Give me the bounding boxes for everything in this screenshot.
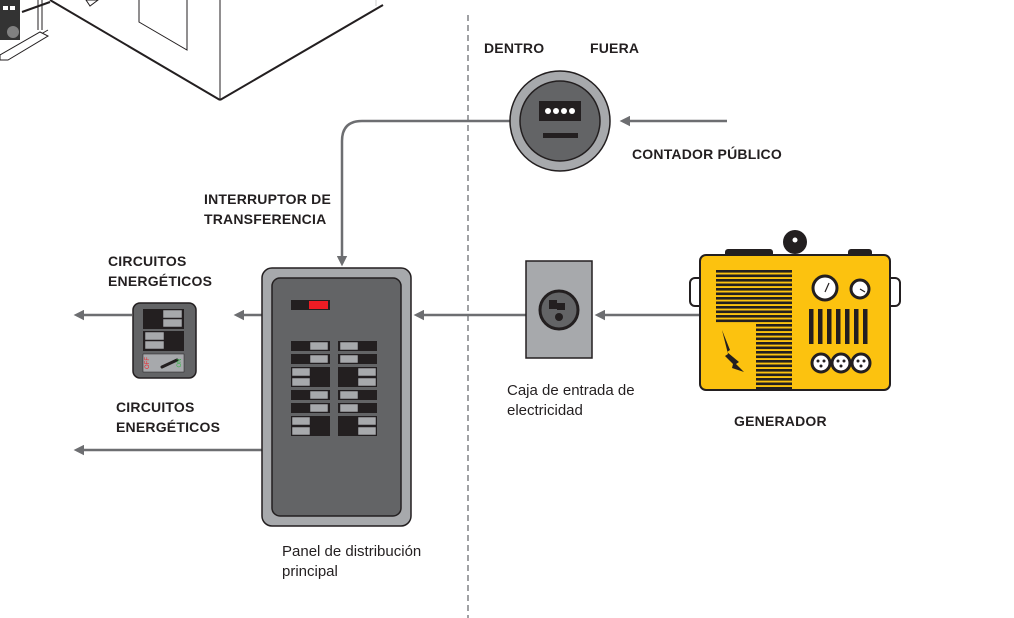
vent-stripe [756,337,792,341]
generator-control-bars [809,309,868,344]
wires [73,115,727,456]
breaker-left [291,390,330,400]
breaker-left [291,354,330,364]
panel-breakers [291,341,377,436]
vent-stripe [716,283,792,287]
meter-dot [545,108,551,114]
breaker-right [338,367,377,387]
lightning-icon [722,330,744,372]
inside-label: DENTRO [484,40,545,56]
vent-stripe [756,360,792,363]
vent-stripe [756,373,792,377]
outside-label: FUERA [590,40,640,56]
meter-dot [553,108,559,114]
generator-outlet [850,352,872,374]
generator-gauge-small [849,278,871,300]
generator-outlets [810,352,872,374]
transfer-subpanel[interactable]: OFF ON [132,302,197,379]
switch-off-label: OFF [145,357,151,369]
control-bar [827,309,832,344]
vent-stripe [716,279,792,282]
meter-dot [561,108,567,114]
breaker-left [291,367,330,387]
control-bar [863,309,868,344]
meter-display-dots [545,108,575,114]
generator[interactable] [689,230,901,391]
vent-stripe [756,346,792,350]
meter-dot [569,108,575,114]
transfer-switch-label-line1: INTERRUPTOR DE [204,191,331,207]
vent-stripe [716,301,792,305]
breaker-right [338,390,377,400]
breaker-left [291,416,330,436]
vent-stripe [756,328,792,332]
vent-stripe [756,342,792,345]
vent-stripe [756,369,792,372]
house-illustration [0,0,384,101]
generator-cooling-vents [716,270,792,390]
inlet-box-label-line1: Caja de entrada de [507,382,635,399]
vent-stripe [716,270,792,273]
circuits-top-label-line2: ENERGÉTICOS [108,273,213,289]
transfer-switch-label-line2: TRANSFERENCIA [204,211,327,227]
transfer-switch-lever[interactable]: OFF ON [142,353,185,373]
breaker-right [338,354,377,364]
vent-stripe [756,364,792,368]
utility-meter-label: CONTADOR PÚBLICO [632,146,782,162]
breaker-right [338,416,377,436]
vent-stripe [756,333,792,336]
vent-stripe [756,378,792,381]
control-bar [818,309,823,344]
vent-stripe [716,319,792,323]
breaker-right [338,403,377,413]
vent-stripe [716,274,792,278]
vent-stripe [716,310,792,314]
switch-on-label: ON [177,359,183,368]
vent-stripe [756,351,792,354]
meter-to-panel-wire [336,119,510,267]
generator-label: GENERADOR [734,413,827,429]
breaker-right [338,341,377,351]
utility-meter[interactable] [509,70,611,172]
control-bar [845,309,850,344]
vent-stripe [716,292,792,296]
vent-stripe [756,324,792,327]
generator-outlet [810,352,832,374]
circuits-bottom-label-line2: ENERGÉTICOS [116,419,221,435]
breaker-left [291,341,330,351]
vent-stripe [756,382,792,386]
vent-stripe [716,306,792,309]
main-breaker[interactable] [291,300,330,310]
panel-label-line2: principal [282,563,338,580]
circuits-bottom-label-line1: CIRCUITOS [116,399,195,415]
vent-stripe [716,315,792,318]
vent-stripe [716,288,792,291]
control-bar [836,309,841,344]
panel-label-line1: Panel de distribución [282,543,422,560]
breaker-left [291,403,330,413]
main-distribution-panel[interactable] [261,267,412,527]
generator-gauge-large [811,274,839,302]
control-bar [854,309,859,344]
generator-outlet [830,352,852,374]
circuits-top-label-line1: CIRCUITOS [108,253,187,269]
power-inlet-box[interactable] [525,260,593,359]
vent-stripe [716,297,792,300]
inlet-box-label-line2: electricidad [507,402,583,419]
control-bar [809,309,814,344]
vent-stripe [756,355,792,359]
vent-stripe [756,387,792,390]
